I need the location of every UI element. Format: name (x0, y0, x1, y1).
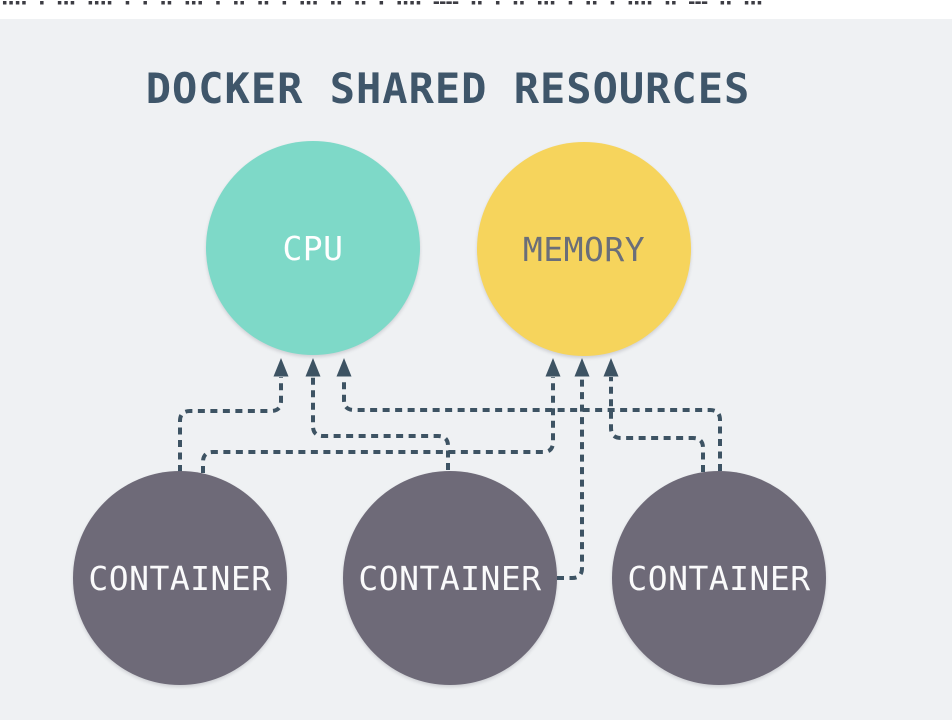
node-cpu-label: CPU (282, 228, 344, 268)
edge-container1-memory (201, 377, 555, 473)
node-container-3: CONTAINER (612, 471, 826, 685)
clipped-text-fragments: ▪▪▪▪ ▪ ▪▪▪ ▪▪▪▪ ▪ ▪ ▪▪ ▪▪▪ ▪ ▪▪ ▪▪ ▪ ▪▪▪… (2, 0, 764, 8)
node-memory-label: MEMORY (522, 229, 646, 269)
clipped-text-strip: ▪▪▪▪ ▪ ▪▪▪ ▪▪▪▪ ▪ ▪ ▪▪ ▪▪▪ ▪ ▪▪ ▪▪ ▪ ▪▪▪… (0, 0, 952, 19)
node-container-1: CONTAINER (73, 471, 287, 685)
node-container-1-label: CONTAINER (88, 558, 272, 598)
arrowhead-memory-middle (574, 358, 590, 377)
edge-container2-memory (557, 377, 584, 580)
edge-container1-cpu (178, 377, 283, 472)
diagram-title: DOCKER SHARED RESOURCES (145, 64, 751, 113)
arrowhead-cpu-middle (305, 358, 321, 377)
edges-layer (178, 358, 722, 580)
node-cpu: CPU (206, 141, 420, 355)
arrowhead-memory-right (603, 358, 619, 377)
edge-container2-cpu (311, 377, 450, 470)
node-container-2: CONTAINER (343, 471, 557, 685)
arrowhead-memory-left (545, 358, 561, 377)
edge-container3-memory (609, 377, 705, 472)
node-container-2-label: CONTAINER (358, 558, 542, 598)
arrowhead-cpu-left (273, 358, 289, 377)
arrowhead-cpu-right (336, 358, 352, 377)
node-memory: MEMORY (477, 142, 691, 356)
diagram-canvas: DOCKER SHARED RESOURCES CPU MEMORY CONTA… (0, 19, 952, 720)
node-container-3-label: CONTAINER (627, 558, 811, 598)
edge-container3-cpu (342, 377, 722, 471)
